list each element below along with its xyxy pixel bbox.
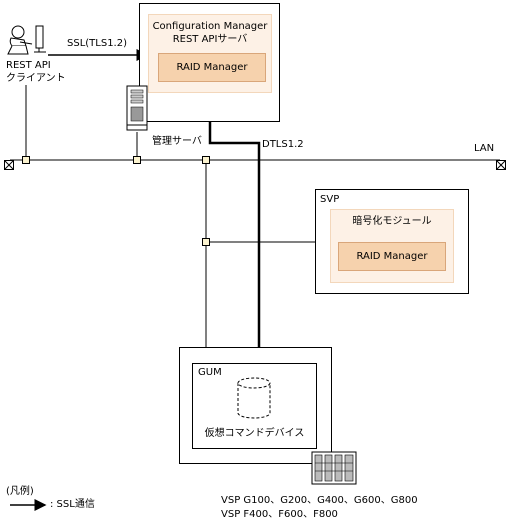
raid-manager-svp-label: RAID Manager — [356, 251, 428, 262]
dtls-arrow — [208, 84, 269, 375]
lan-node-client — [22, 156, 30, 164]
client-label-line1: REST API — [6, 60, 51, 71]
raid-manager-server-label: RAID Manager — [176, 62, 248, 73]
svp-title: SVP — [320, 194, 340, 205]
server-title-line2: REST APIサーバ — [172, 34, 248, 45]
lan-node-gum — [202, 156, 210, 164]
raid-manager-svp: RAID Manager — [338, 242, 446, 271]
raid-manager-server: RAID Manager — [158, 53, 266, 82]
lan-right-terminator — [496, 155, 506, 170]
user-at-computer-icon — [6, 22, 48, 56]
models-line2: VSP F400、F600、F800 — [221, 509, 338, 520]
legend-ssl-label: : SSL通信 — [50, 499, 95, 510]
gum-title: GUM — [198, 367, 222, 378]
database-cylinder-icon — [236, 376, 272, 420]
management-server-label: 管理サーバ — [152, 136, 202, 147]
encryption-module-label: 暗号化モジュール — [352, 216, 432, 227]
models-line1: VSP G100、G200、G400、G600、G800 — [221, 495, 418, 506]
svp-branch-node — [202, 238, 210, 246]
client-label-line2: クライアント — [6, 73, 66, 84]
virtual-command-device-label: 仮想コマンドデバイス — [204, 428, 305, 439]
lan-left-terminator — [4, 155, 14, 170]
lan-label: LAN — [474, 143, 495, 154]
ssl-label: SSL(TLS1.2) — [67, 38, 127, 49]
lan-node-server — [133, 156, 141, 164]
server-title-line1: Configuration Manager — [152, 21, 268, 32]
server-tower-icon — [125, 85, 149, 133]
legend-title: (凡例) — [6, 486, 34, 497]
storage-rack-icon — [311, 451, 357, 485]
dtls-label: DTLS1.2 — [262, 139, 304, 150]
